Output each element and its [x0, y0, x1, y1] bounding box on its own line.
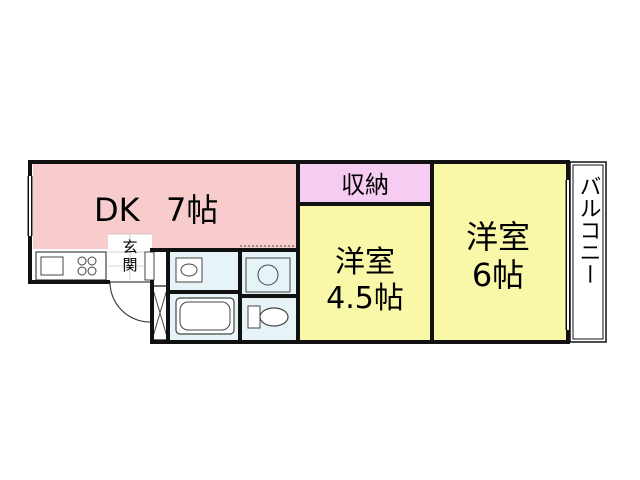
kitchen-counter: [35, 251, 107, 281]
toilet-bowl: [259, 307, 289, 327]
dk-room-size: 7帖: [166, 191, 218, 229]
western-room-4-5-size: 4.5帖: [326, 281, 404, 316]
storage-area: [300, 164, 430, 202]
shoe-cabinet: [144, 251, 155, 281]
western-room-4-5-name: 洋室: [335, 245, 395, 280]
stove-burner: [77, 266, 87, 276]
balcony-label: バルコニー: [576, 175, 601, 285]
windows: [29, 176, 569, 330]
bathtub: [175, 297, 235, 335]
stove-burner: [87, 266, 97, 276]
western-room-6-name: 洋室: [466, 218, 530, 256]
dk-room-name: DK: [94, 191, 141, 229]
storage-label: 収納: [341, 171, 389, 199]
laundry-space: [245, 257, 291, 293]
entrance-door-swing: [109, 281, 151, 323]
entrance-label-1: 玄: [122, 238, 137, 256]
western-room-6: [434, 164, 567, 340]
western-room-6-size: 6帖: [472, 256, 524, 294]
wash-basin: [175, 257, 203, 283]
dk-room: [33, 164, 297, 249]
stove-burner: [77, 256, 87, 266]
western-room-4-5: [300, 205, 430, 340]
stove-burner: [87, 256, 97, 266]
entrance-label-2: 関: [122, 256, 137, 274]
balcony: [569, 161, 607, 343]
